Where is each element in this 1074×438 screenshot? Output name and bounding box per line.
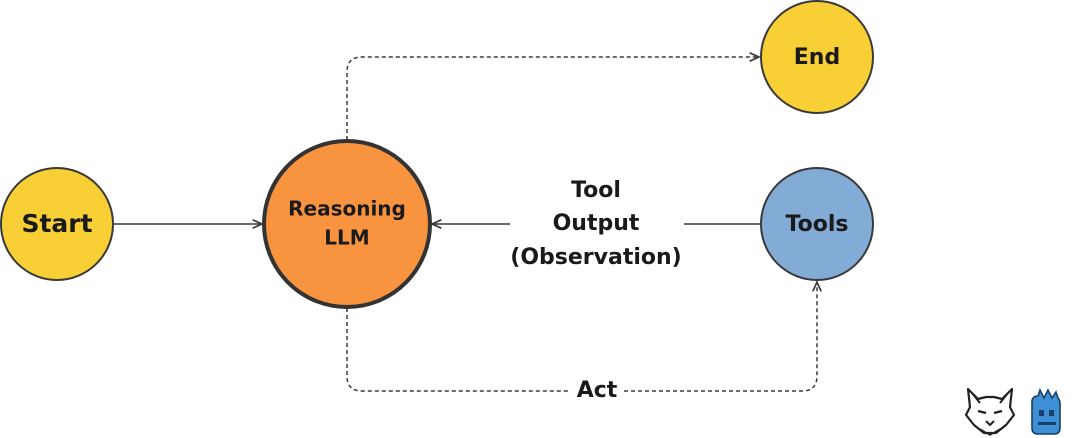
start-node-label: Start	[21, 209, 92, 238]
tool-output-label-line1: Tool	[571, 178, 621, 203]
reasoning-llm-node-label-line1: Reasoning	[288, 197, 406, 221]
end-node: End	[760, 0, 874, 114]
reasoning-llm-node: Reasoning LLM	[262, 139, 432, 309]
tool-output-label: Tool Output (Observation)	[510, 178, 681, 270]
start-node: Start	[0, 167, 114, 281]
robot-logo-icon	[1031, 387, 1061, 435]
act-label: Act	[577, 378, 618, 403]
end-node-label: End	[794, 45, 840, 70]
reasoning-llm-node-label-line2: LLM	[324, 226, 369, 250]
edge-reasoning-to-tools-left	[346, 308, 570, 392]
tools-node: Tools	[760, 167, 874, 281]
start-node-circle	[0, 167, 114, 281]
edge-reasoning-to-tools-right	[624, 282, 817, 392]
tool-output-label-line2: Output	[553, 211, 640, 236]
edge-reasoning-to-end	[346, 57, 759, 140]
wolf-logo-icon	[964, 387, 1016, 436]
reasoning-llm-node-circle	[262, 139, 432, 309]
end-node-circle	[760, 0, 874, 114]
tool-output-label-line3: (Observation)	[510, 245, 681, 270]
tools-node-label: Tools	[786, 212, 849, 237]
tools-node-circle	[760, 167, 874, 281]
